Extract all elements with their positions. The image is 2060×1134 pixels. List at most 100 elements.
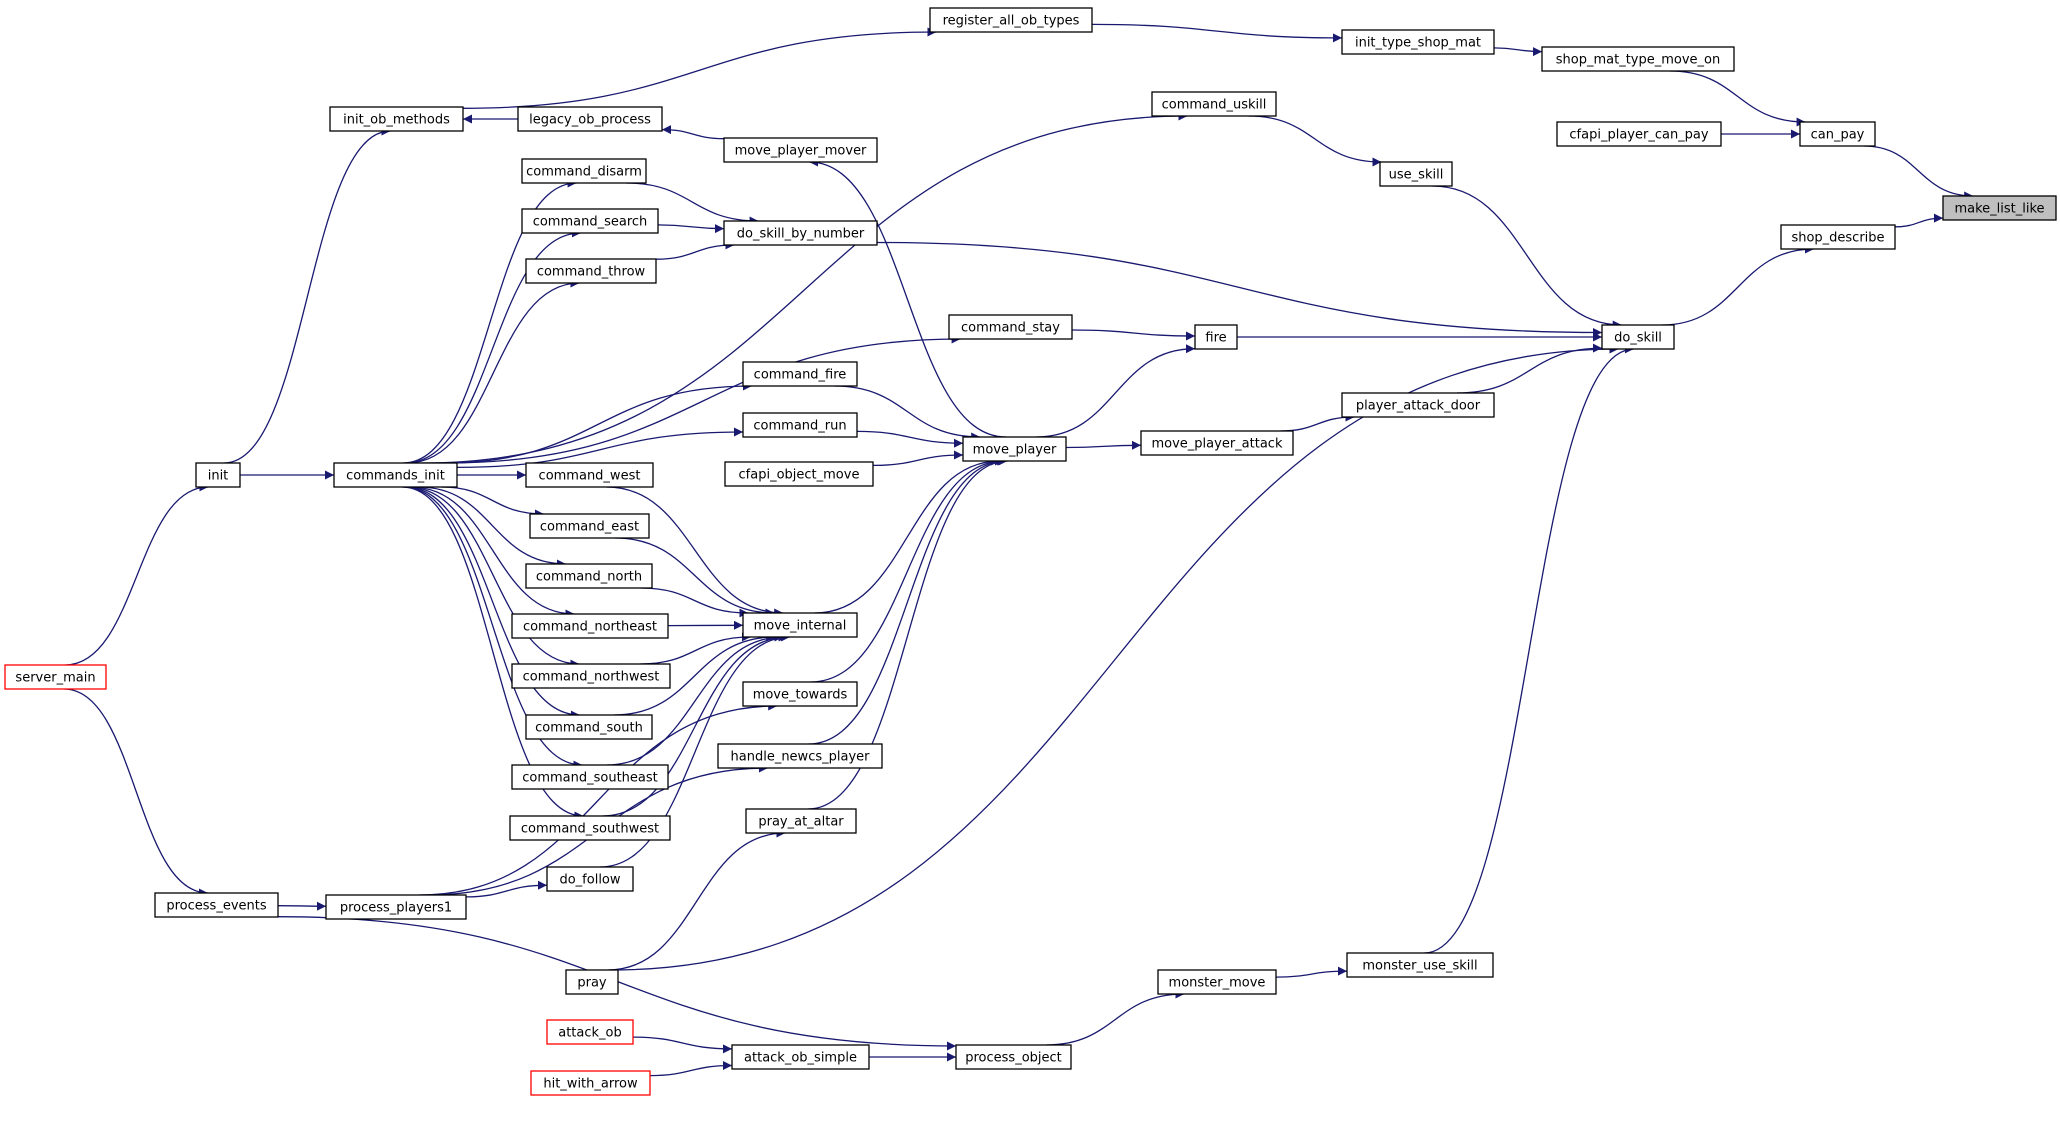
node-label: legacy_ob_process [529, 113, 651, 128]
node-move_player[interactable]: move_player [962, 436, 1067, 462]
edge-commands_init-to-command_south [404, 486, 580, 720]
node-move_player_mover[interactable]: move_player_mover [723, 137, 878, 163]
node-label: process_players1 [340, 901, 452, 916]
node-command_stay[interactable]: command_stay [948, 314, 1073, 340]
node-label: register_all_ob_types [943, 14, 1080, 29]
node-box [517, 106, 663, 132]
node-use_skill[interactable]: use_skill [1379, 161, 1453, 187]
node-shop_describe[interactable]: shop_describe [1780, 224, 1896, 250]
node-process_players1[interactable]: process_players1 [325, 894, 467, 920]
node-command_uskill[interactable]: command_uskill [1151, 91, 1277, 117]
node-do_skill[interactable]: do_skill [1601, 324, 1675, 350]
node-label: attack_ob_simple [744, 1051, 857, 1066]
node-process_events[interactable]: process_events [154, 892, 279, 918]
edge-commands_init-to-command_northwest [407, 486, 580, 669]
node-command_disarm[interactable]: command_disarm [521, 158, 647, 184]
node-box [1341, 29, 1495, 55]
node-monster_use_skill[interactable]: monster_use_skill [1346, 952, 1494, 978]
node-legacy_ob_process[interactable]: legacy_ob_process [517, 106, 663, 132]
node-box [525, 714, 653, 740]
node-command_fire[interactable]: command_fire [742, 361, 858, 387]
edge-use_skill-to-do_skill [1432, 185, 1622, 330]
node-shop_mat_type_move_on[interactable]: shop_mat_type_move_on [1541, 46, 1735, 72]
node-command_southwest[interactable]: command_southwest [509, 815, 671, 841]
node-label: cfapi_object_move [739, 468, 860, 483]
node-fire[interactable]: fire [1194, 324, 1238, 350]
node-label: process_events [166, 899, 266, 914]
edge-process_object-to-monster_move [1046, 989, 1185, 1046]
node-box [525, 258, 657, 284]
node-attack_ob[interactable]: attack_ob [546, 1019, 634, 1045]
node-cfapi_object_move[interactable]: cfapi_object_move [724, 461, 874, 487]
node-box [745, 808, 857, 834]
node-command_northwest[interactable]: command_northwest [511, 663, 671, 689]
node-player_attack_door[interactable]: player_attack_door [1341, 392, 1495, 418]
node-box [529, 513, 650, 539]
node-move_internal[interactable]: move_internal [742, 612, 858, 638]
edge-init_type_shop_mat-to-shop_mat_type_move_on [1493, 47, 1543, 57]
node-box [723, 220, 878, 246]
node-label: use_skill [1389, 168, 1444, 183]
node-box [525, 462, 654, 488]
node-label: command_northeast [523, 620, 657, 635]
node-do_skill_by_number[interactable]: do_skill_by_number [723, 220, 878, 246]
node-command_west[interactable]: command_west [525, 462, 654, 488]
node-label: command_run [753, 419, 846, 434]
node-label: move_player_mover [735, 144, 867, 159]
node-command_northeast[interactable]: command_northeast [511, 613, 669, 639]
node-pray[interactable]: pray [565, 969, 619, 995]
edge-shop_mat_type_move_on-to-can_pay [1669, 70, 1806, 127]
node-box [1379, 161, 1453, 187]
node-process_object[interactable]: process_object [955, 1044, 1072, 1070]
node-commands_init[interactable]: commands_init [333, 462, 458, 488]
node-pray_at_altar[interactable]: pray_at_altar [745, 808, 857, 834]
node-server_main[interactable]: server_main [4, 664, 107, 690]
node-hit_with_arrow[interactable]: hit_with_arrow [530, 1070, 651, 1096]
node-box [1157, 969, 1277, 995]
edge-shop_describe-to-make_list_like [1894, 213, 1944, 228]
edge-command_south-to-move_internal [613, 632, 776, 716]
edge-init-to-init_ob_methods [223, 126, 391, 464]
edges-layer [63, 23, 1974, 1077]
node-register_all_ob_types[interactable]: register_all_ob_types [929, 7, 1093, 33]
node-init_type_shop_mat[interactable]: init_type_shop_mat [1341, 29, 1495, 55]
node-attack_ob_simple[interactable]: attack_ob_simple [731, 1044, 870, 1070]
edge-handle_newcs_player-to-move_player [808, 456, 1007, 745]
node-command_south[interactable]: command_south [525, 714, 653, 740]
node-box [333, 462, 458, 488]
edge-process_players1-to-move_towards [418, 701, 778, 896]
node-label: player_attack_door [1356, 399, 1481, 414]
node-command_throw[interactable]: command_throw [525, 258, 657, 284]
edge-commands_init-to-command_east [441, 486, 544, 519]
node-command_search[interactable]: command_search [521, 208, 659, 234]
node-cfapi_player_can_pay[interactable]: cfapi_player_can_pay [1556, 121, 1722, 147]
edge-commands_init-to-command_north [418, 486, 567, 569]
node-box [325, 894, 467, 920]
edge-monster_use_skill-to-do_skill [1424, 344, 1634, 954]
node-move_towards[interactable]: move_towards [742, 681, 858, 707]
edge-attack_ob-to-attack_ob_simple [632, 1036, 733, 1054]
node-label: monster_use_skill [1362, 959, 1477, 974]
node-monster_move[interactable]: monster_move [1157, 969, 1277, 995]
node-label: init_ob_methods [343, 113, 450, 128]
node-init[interactable]: init [195, 462, 241, 488]
node-do_follow[interactable]: do_follow [546, 866, 634, 892]
node-label: move_player [973, 443, 1057, 458]
node-handle_newcs_player[interactable]: handle_newcs_player [717, 743, 883, 769]
node-box [195, 462, 241, 488]
edge-server_main-to-init [65, 482, 209, 666]
node-command_southeast[interactable]: command_southeast [511, 764, 669, 790]
node-move_player_attack[interactable]: move_player_attack [1140, 430, 1294, 456]
edge-server_main-to-process_events [63, 688, 209, 898]
node-init_ob_methods[interactable]: init_ob_methods [329, 106, 464, 132]
node-label: can_pay [1811, 128, 1865, 143]
node-command_east[interactable]: command_east [529, 513, 650, 539]
node-command_north[interactable]: command_north [525, 563, 653, 589]
node-can_pay[interactable]: can_pay [1799, 121, 1876, 147]
edge-process_players1-to-do_follow [465, 880, 548, 898]
node-box [530, 1070, 651, 1096]
node-box [1601, 324, 1675, 350]
edge-commands_init-to-command_throw [406, 278, 580, 464]
node-make_list_like[interactable]: make_list_like [1942, 195, 2057, 221]
node-command_run[interactable]: command_run [742, 412, 858, 438]
